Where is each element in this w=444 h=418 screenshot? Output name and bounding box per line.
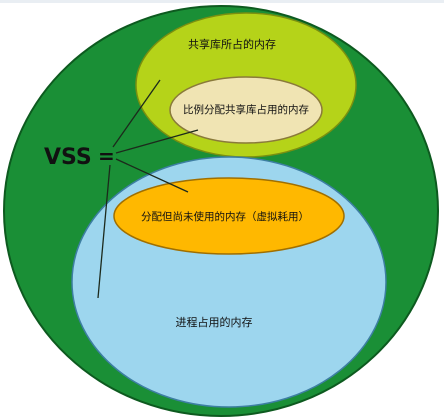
shared-library-label: 共享库所占的内存	[188, 37, 276, 51]
top-border	[0, 0, 444, 3]
equals-sign: =	[98, 144, 115, 168]
proportional-share-ellipse	[169, 76, 323, 144]
vss-label: VSS	[44, 145, 92, 170]
pointer-to-proportional	[115, 129, 199, 154]
allocated-unused-ellipse	[113, 177, 345, 255]
pointer-to-allocated	[115, 158, 189, 193]
proportional-share-label: 比例分配共享库占用的内存	[183, 103, 309, 116]
pointer-lines	[97, 79, 199, 299]
pointer-to-process	[97, 164, 111, 299]
allocated-unused-label: 分配但尚未使用的内存（虚拟耗用）	[141, 210, 309, 223]
pointer-to-shared	[112, 79, 161, 148]
process-memory-label: 进程占用的内存	[176, 315, 253, 329]
